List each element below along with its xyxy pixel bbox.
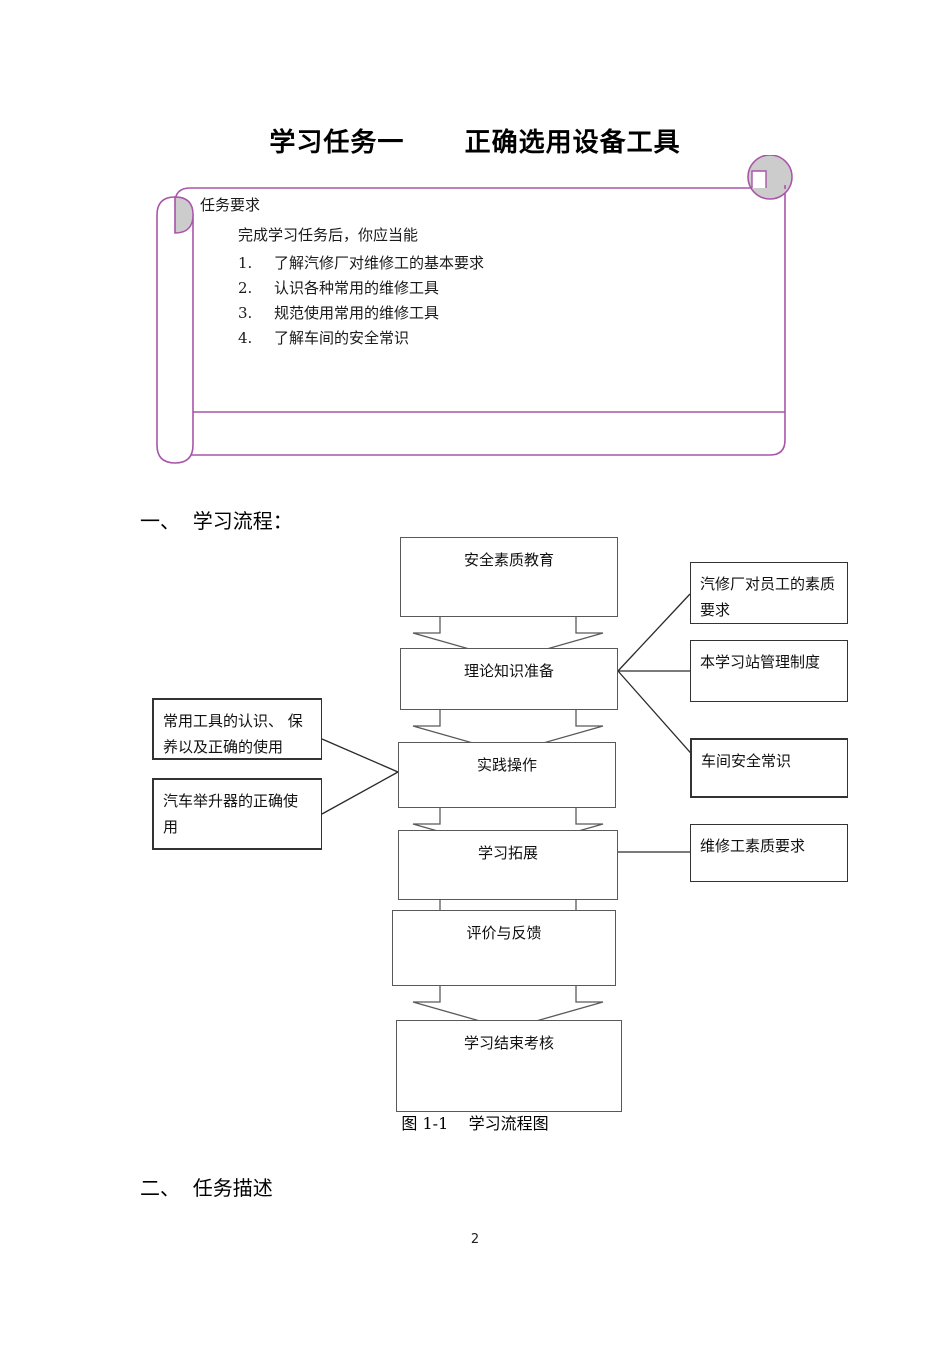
list-item-number: 4. xyxy=(238,329,253,347)
list-item: 4. 了解车间的安全常识 xyxy=(238,326,760,351)
scroll-content: 任务要求 完成学习任务后，你应当能 1. 了解汽修厂对维修工的基本要求 2. 认… xyxy=(200,193,760,351)
flow-node-mechanic-quality-requirements: 维修工素质要求 xyxy=(690,824,848,882)
section-heading-study-flow: 一、 学习流程： xyxy=(140,509,293,533)
section-heading-task-description: 二、 任务描述 xyxy=(140,1176,273,1200)
scroll-requirement-list: 1. 了解汽修厂对维修工的基本要求 2. 认识各种常用的维修工具 3. 规范使用… xyxy=(238,251,760,351)
scroll-shape xyxy=(156,155,793,464)
flow-node-safety-education: 安全素质教育 xyxy=(400,537,618,617)
scroll-heading: 任务要求 xyxy=(200,196,261,214)
list-item: 1. 了解汽修厂对维修工的基本要求 xyxy=(238,251,760,276)
flow-node-theory-preparation: 理论知识准备 xyxy=(400,648,618,710)
scroll-subheading: 完成学习任务后，你应当能 xyxy=(238,226,419,244)
list-item-number: 3. xyxy=(238,304,253,322)
flow-node-garage-staff-requirements: 汽修厂对员工的素质要求 xyxy=(690,562,848,624)
list-item-label: 认识各种常用的维修工具 xyxy=(274,279,440,297)
figure-caption: 图 1-1 学习流程图 xyxy=(401,1114,549,1133)
list-item: 3. 规范使用常用的维修工具 xyxy=(238,301,760,326)
list-item-label: 规范使用常用的维修工具 xyxy=(274,304,440,322)
task-requirement-scroll: 任务要求 完成学习任务后，你应当能 1. 了解汽修厂对维修工的基本要求 2. 认… xyxy=(145,155,805,475)
list-item: 2. 认识各种常用的维修工具 xyxy=(238,276,760,301)
flow-node-study-expansion: 学习拓展 xyxy=(398,830,618,900)
study-flow-diagram: 安全素质教育 理论知识准备 实践操作 学习拓展 评价与反馈 学习结束考核 汽修厂… xyxy=(0,520,950,1140)
flow-node-station-management-system: 本学习站管理制度 xyxy=(690,640,848,702)
list-item-number: 1. xyxy=(238,254,253,272)
flow-node-evaluation-feedback: 评价与反馈 xyxy=(392,910,616,986)
flow-node-tool-recognition-maintenance: 常用工具的认识、 保养以及正确的使用 xyxy=(152,698,322,760)
page-title: 学习任务一 正确选用设备工具 xyxy=(269,128,681,158)
flow-node-practice-operation: 实践操作 xyxy=(398,742,616,808)
list-item-label: 了解车间的安全常识 xyxy=(274,329,410,347)
page-number: 2 xyxy=(470,1232,480,1247)
flow-node-final-assessment: 学习结束考核 xyxy=(396,1020,622,1112)
flow-node-vehicle-lift-usage: 汽车举升器的正确使用 xyxy=(152,778,322,850)
flow-node-workshop-safety-knowledge: 车间安全常识 xyxy=(690,738,848,798)
list-item-label: 了解汽修厂对维修工的基本要求 xyxy=(274,254,485,272)
list-item-number: 2. xyxy=(238,279,253,297)
